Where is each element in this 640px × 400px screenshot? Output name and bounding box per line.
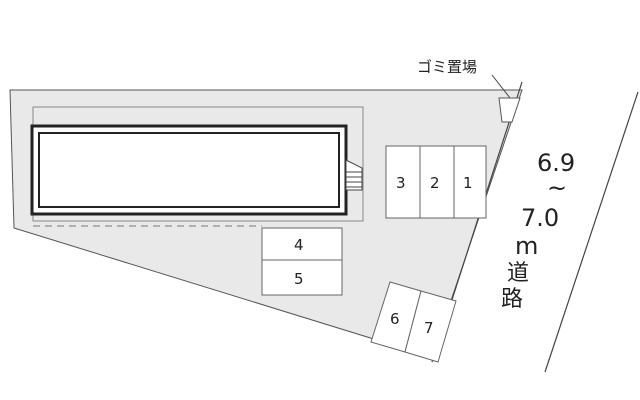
parking-label-2: 2 xyxy=(430,174,440,192)
parking-label-7: 7 xyxy=(424,319,434,337)
road-far-edge-line xyxy=(544,91,639,373)
parking-label-4: 4 xyxy=(294,236,304,254)
parking-space-1 xyxy=(453,145,487,219)
parking-space-3 xyxy=(385,145,421,219)
building-inner-wall xyxy=(38,132,340,208)
parking-block-center xyxy=(261,227,343,296)
stairs-icon xyxy=(345,159,363,191)
parking-block-lower-right xyxy=(370,281,457,363)
parking-label-5: 5 xyxy=(294,270,304,288)
road-width-to: 7.0 xyxy=(521,204,559,232)
road-width-from: 6.9 xyxy=(537,149,575,177)
parking-label-6: 6 xyxy=(390,310,400,328)
road-width-unit: m xyxy=(515,232,538,260)
garbage-leader-line xyxy=(491,74,511,99)
road-name-char-1: 道 xyxy=(507,261,529,286)
road-name-char-2: 路 xyxy=(501,287,523,312)
parking-space-4 xyxy=(261,227,343,261)
parking-label-1: 1 xyxy=(463,174,473,192)
parking-block-upper-right xyxy=(385,145,487,219)
parking-label-3: 3 xyxy=(396,174,406,192)
garbage-area-box xyxy=(498,97,521,123)
parking-space-7 xyxy=(404,290,457,363)
parking-space-5 xyxy=(261,259,343,296)
garbage-area-label: ゴミ置場 xyxy=(417,58,477,76)
parking-space-2 xyxy=(419,145,455,219)
road-width-tilde: ~ xyxy=(547,174,567,202)
